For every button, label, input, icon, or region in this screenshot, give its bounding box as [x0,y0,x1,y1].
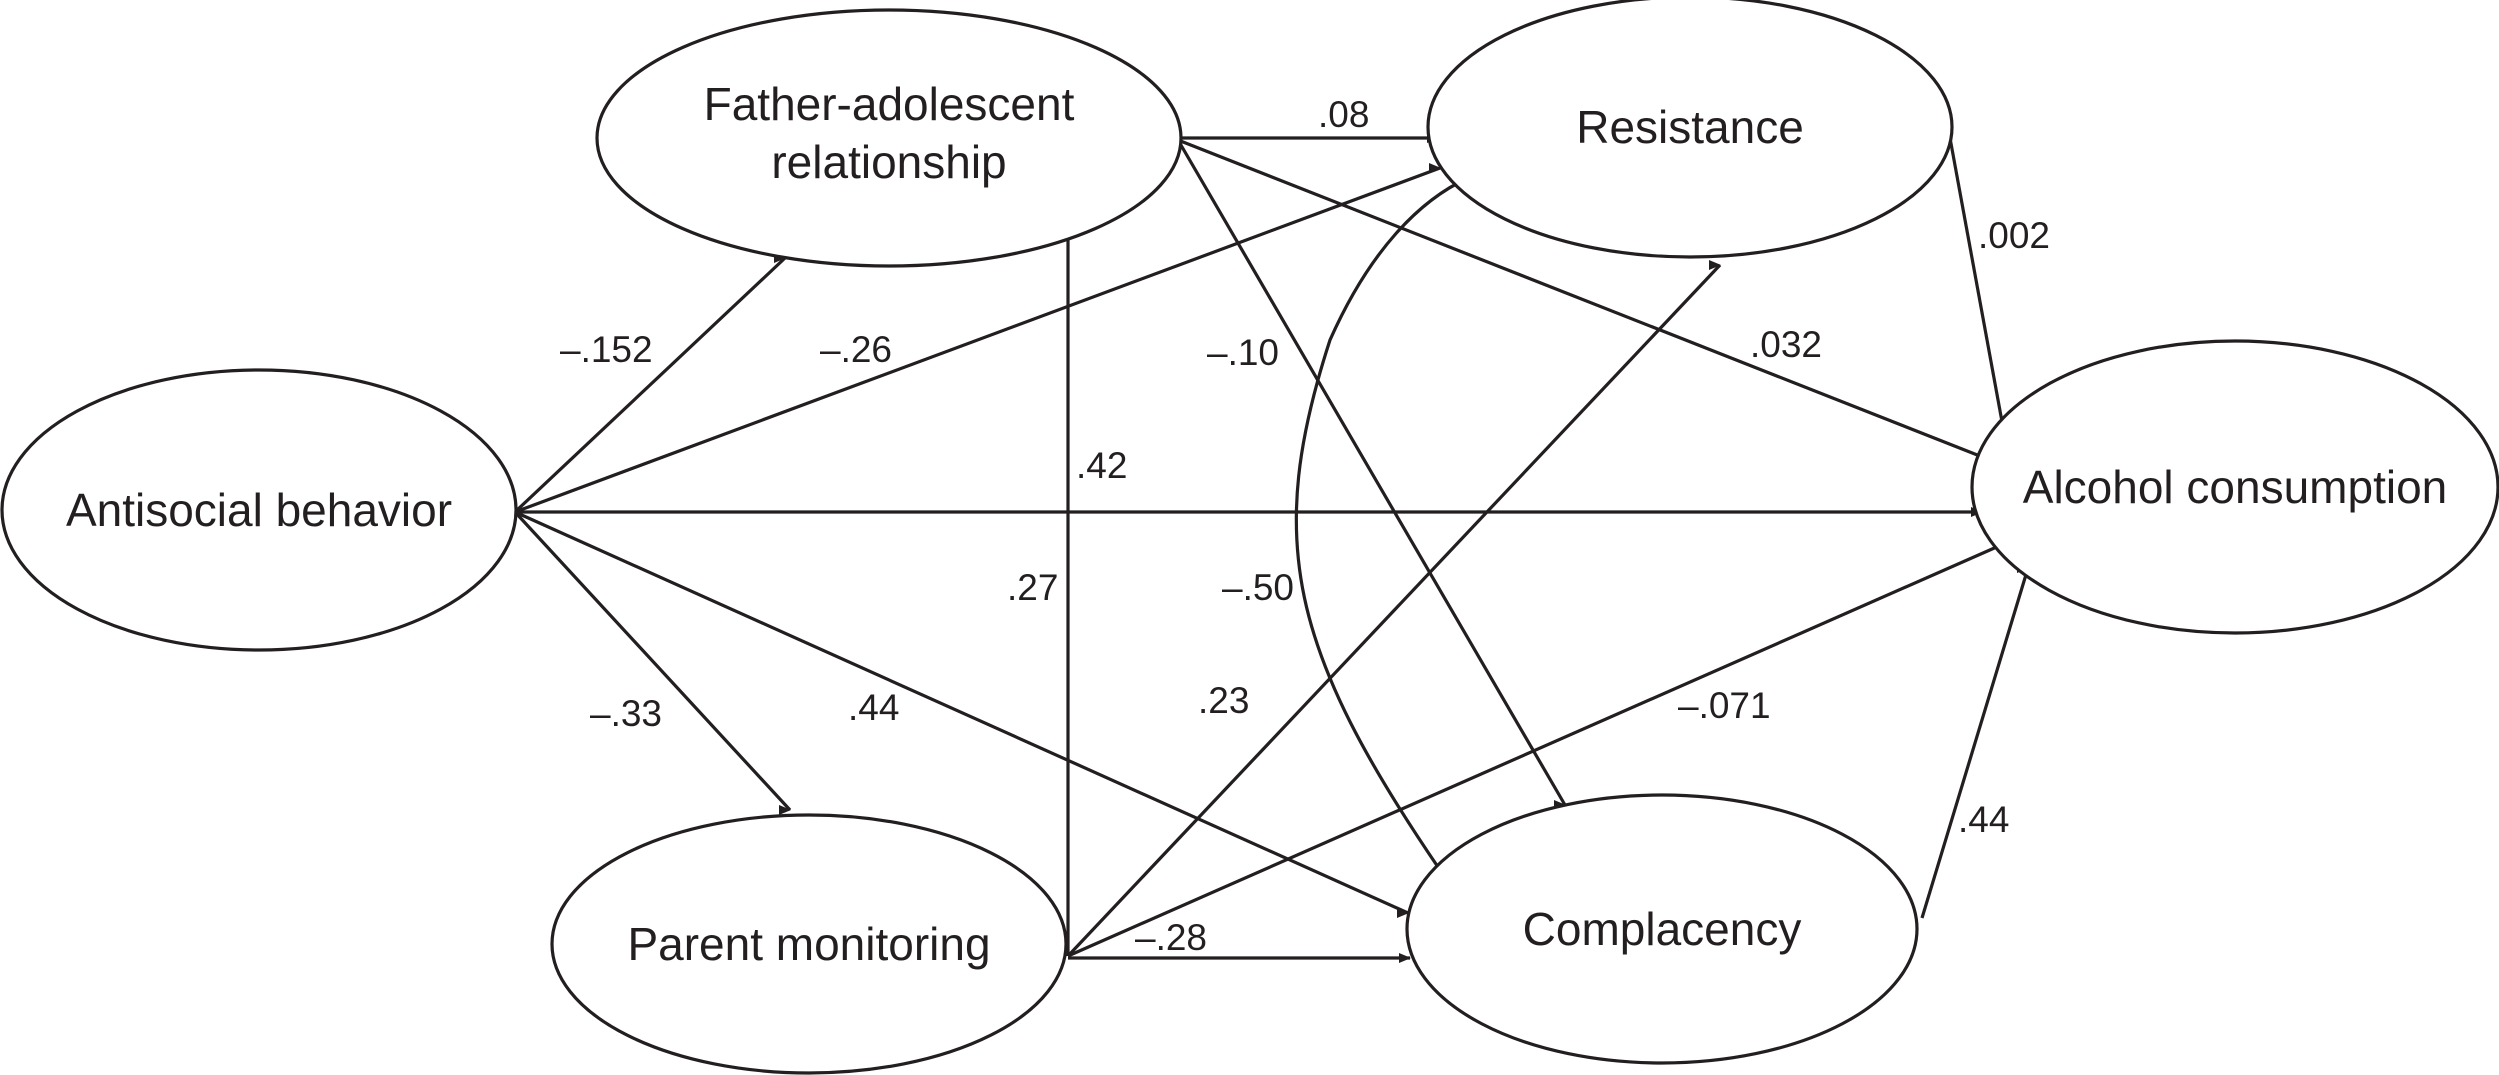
coef-father-complacency: –.10 [1207,332,1279,373]
edge-complacency-alcohol [1920,563,2030,919]
coef-monitoring-alcohol: –.071 [1678,685,1771,726]
coef-monitoring-resistance: .23 [1198,680,1249,721]
node-complacency-label: Complacency [1523,903,1802,955]
edge-resistance-alcohol [1948,137,2007,443]
coef-antisocial-complacency: .44 [848,687,899,728]
coef-antisocial-resistance: –.26 [820,329,892,370]
edge-labels: –.152 –.26 –.33 .44 .08 –.10 .032 .42 .2… [560,94,2050,958]
node-father-adolescent-relationship: Father-adolescent relationship [595,8,1183,268]
edge-complacency-resistance-correlation [1294,176,1469,871]
coef-antisocial-monitoring: –.33 [590,693,662,734]
node-resistance: Resistance [1426,0,1954,259]
coef-complacency-alcohol: .44 [1958,799,2009,840]
edge-monitoring-resistance [1066,260,1722,958]
node-antisocial-label: Antisocial behavior [66,484,452,536]
node-father-label-line1: Father-adolescent [704,78,1075,130]
coef-complacency-resistance: –.50 [1222,567,1294,608]
coef-monitoring-father-b: .27 [1007,567,1058,608]
coef-monitoring-complacency: –.28 [1135,917,1207,958]
coef-father-alcohol: .032 [1750,324,1822,365]
edge-antisocial-father [513,253,787,514]
node-antisocial-behavior: Antisocial behavior [0,368,518,652]
edge-antisocial-monitoring [513,510,792,815]
coef-resistance-alcohol: .002 [1978,215,2050,256]
node-alcohol-consumption: Alcohol consumption [1970,339,2499,635]
node-complacency: Complacency [1405,793,1919,1065]
coef-father-resistance: .08 [1318,94,1369,135]
node-father-label-line2: relationship [771,136,1006,188]
edges [513,133,2030,963]
edge-antisocial-complacency [514,510,1409,918]
node-parent-monitoring: Parent monitoring [550,813,1068,1075]
node-resistance-label: Resistance [1576,101,1804,153]
coef-monitoring-father-a: .42 [1076,445,1127,486]
edge-antisocial-resistance [514,163,1441,514]
edge-father-complacency [1176,139,1567,810]
node-alcohol-label: Alcohol consumption [2023,461,2447,513]
node-monitoring-label: Parent monitoring [627,918,990,970]
coef-antisocial-father: –.152 [560,329,653,370]
edge-father-alcohol [1177,138,1991,465]
edge-monitoring-alcohol [1067,537,2009,958]
